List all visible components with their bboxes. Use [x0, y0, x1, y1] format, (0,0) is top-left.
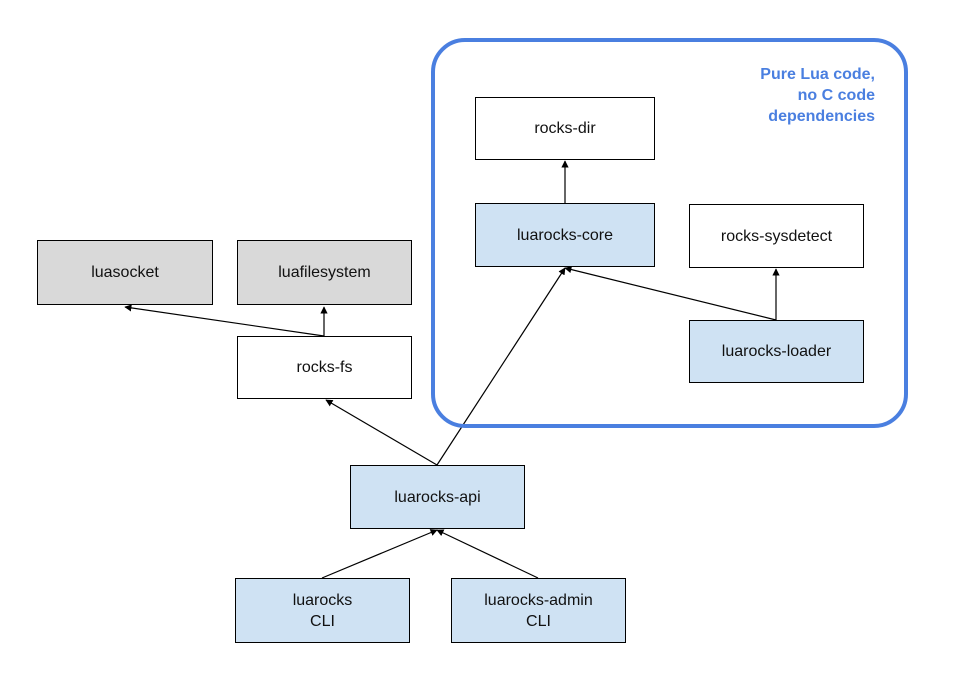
edge-luarocks-admin-cli-to-luarocks-api: [436, 529, 539, 579]
node-rocks-dir-label: rocks-dir: [534, 120, 596, 137]
node-luarocks-core: luarocks-core: [475, 203, 655, 267]
node-luarocks-api-label: luarocks-api: [394, 488, 481, 506]
edge-luarocks-cli-to-luarocks-api: [321, 529, 438, 579]
node-luarocks-admin-cli-label: luarocks-admin CLI: [484, 591, 593, 630]
node-luasocket-label: luasocket: [91, 264, 159, 281]
node-rocks-sysdetect-label: rocks-sysdetect: [720, 227, 833, 245]
node-luarocks-api: luarocks-api: [350, 465, 525, 529]
node-luarocks-cli: luarocks CLI: [235, 578, 410, 643]
node-luarocks-admin-cli: luarocks-admin CLI: [451, 578, 626, 643]
node-luarocks-core-label: luarocks-core: [516, 226, 614, 244]
node-luarocks-cli-label: luarocks CLI: [292, 591, 353, 630]
edge-luarocks-loader-to-luarocks-core: [564, 266, 777, 321]
node-rocks-dir: rocks-dir: [475, 97, 655, 160]
node-rocks-sysdetect: rocks-sysdetect: [689, 204, 864, 268]
edge-rocks-fs-to-luasocket: [124, 304, 325, 337]
edge-luarocks-api-to-rocks-fs: [325, 399, 438, 466]
node-luafilesystem: luafilesystem: [237, 240, 412, 305]
node-rocks-fs-label: rocks-fs: [296, 359, 353, 376]
node-luafilesystem-label: luafilesystem: [278, 264, 371, 281]
node-luarocks-loader-label: luarocks-loader: [721, 343, 832, 360]
node-rocks-fs: rocks-fs: [237, 336, 412, 399]
pure-lua-region-label: Pure Lua code, no C code dependencies: [760, 66, 875, 125]
edge-luarocks-api-to-luarocks-core: [436, 267, 566, 466]
node-luarocks-loader: luarocks-loader: [689, 320, 864, 383]
pure-lua-region: [431, 38, 908, 428]
node-luasocket: luasocket: [37, 240, 213, 305]
